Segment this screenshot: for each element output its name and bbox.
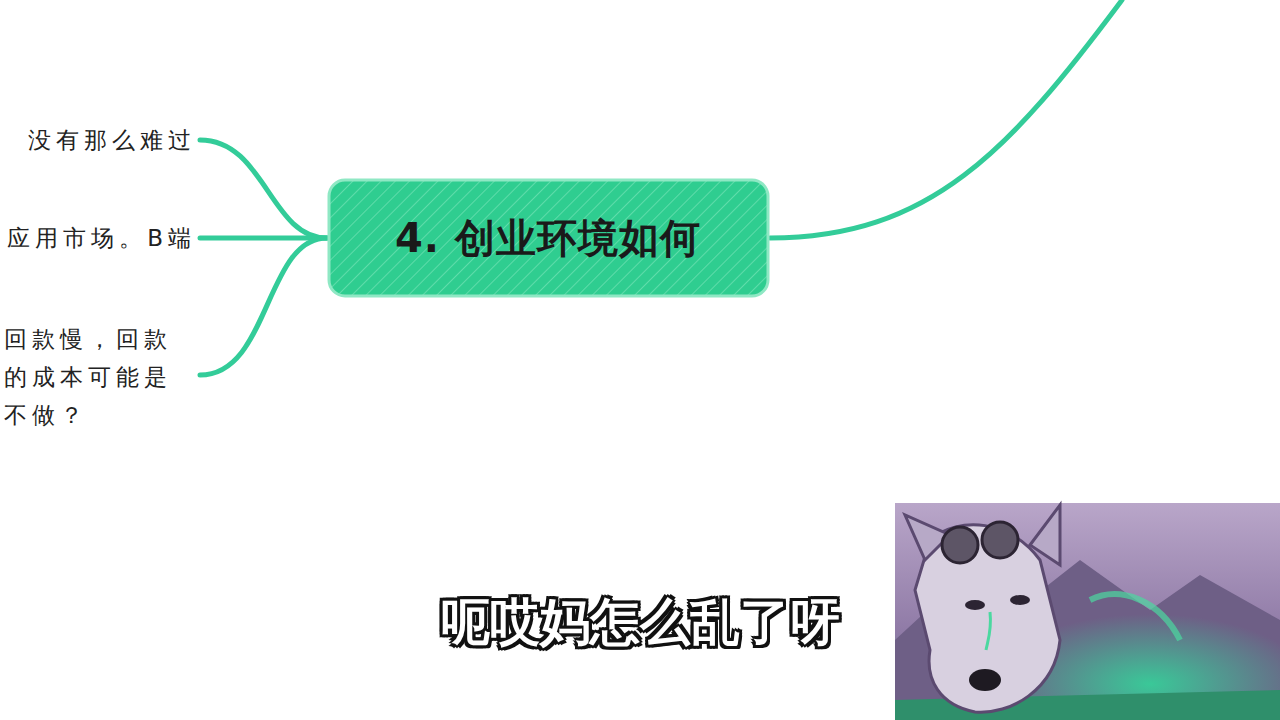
branch-line xyxy=(200,238,327,375)
box-outline xyxy=(329,180,768,296)
video-overlay-illustration xyxy=(895,503,1280,720)
branch-line xyxy=(200,236,327,241)
branch-line xyxy=(200,140,327,238)
branch-text: 没有那么难过 xyxy=(6,121,196,159)
branch-line xyxy=(770,0,1122,238)
video-subtitle: 呃哎妈怎么乱了呀 xyxy=(340,592,940,652)
branch-text: 回款慢，回款 的成本可能是 不做？ xyxy=(4,320,196,434)
branch-lines xyxy=(200,0,1122,375)
central-topic-box: 4. 创业环境如何 xyxy=(327,178,770,298)
topic-text: 4. 创业环境如何 xyxy=(395,211,701,266)
branch-text: 应用市场。B端 xyxy=(6,219,196,257)
